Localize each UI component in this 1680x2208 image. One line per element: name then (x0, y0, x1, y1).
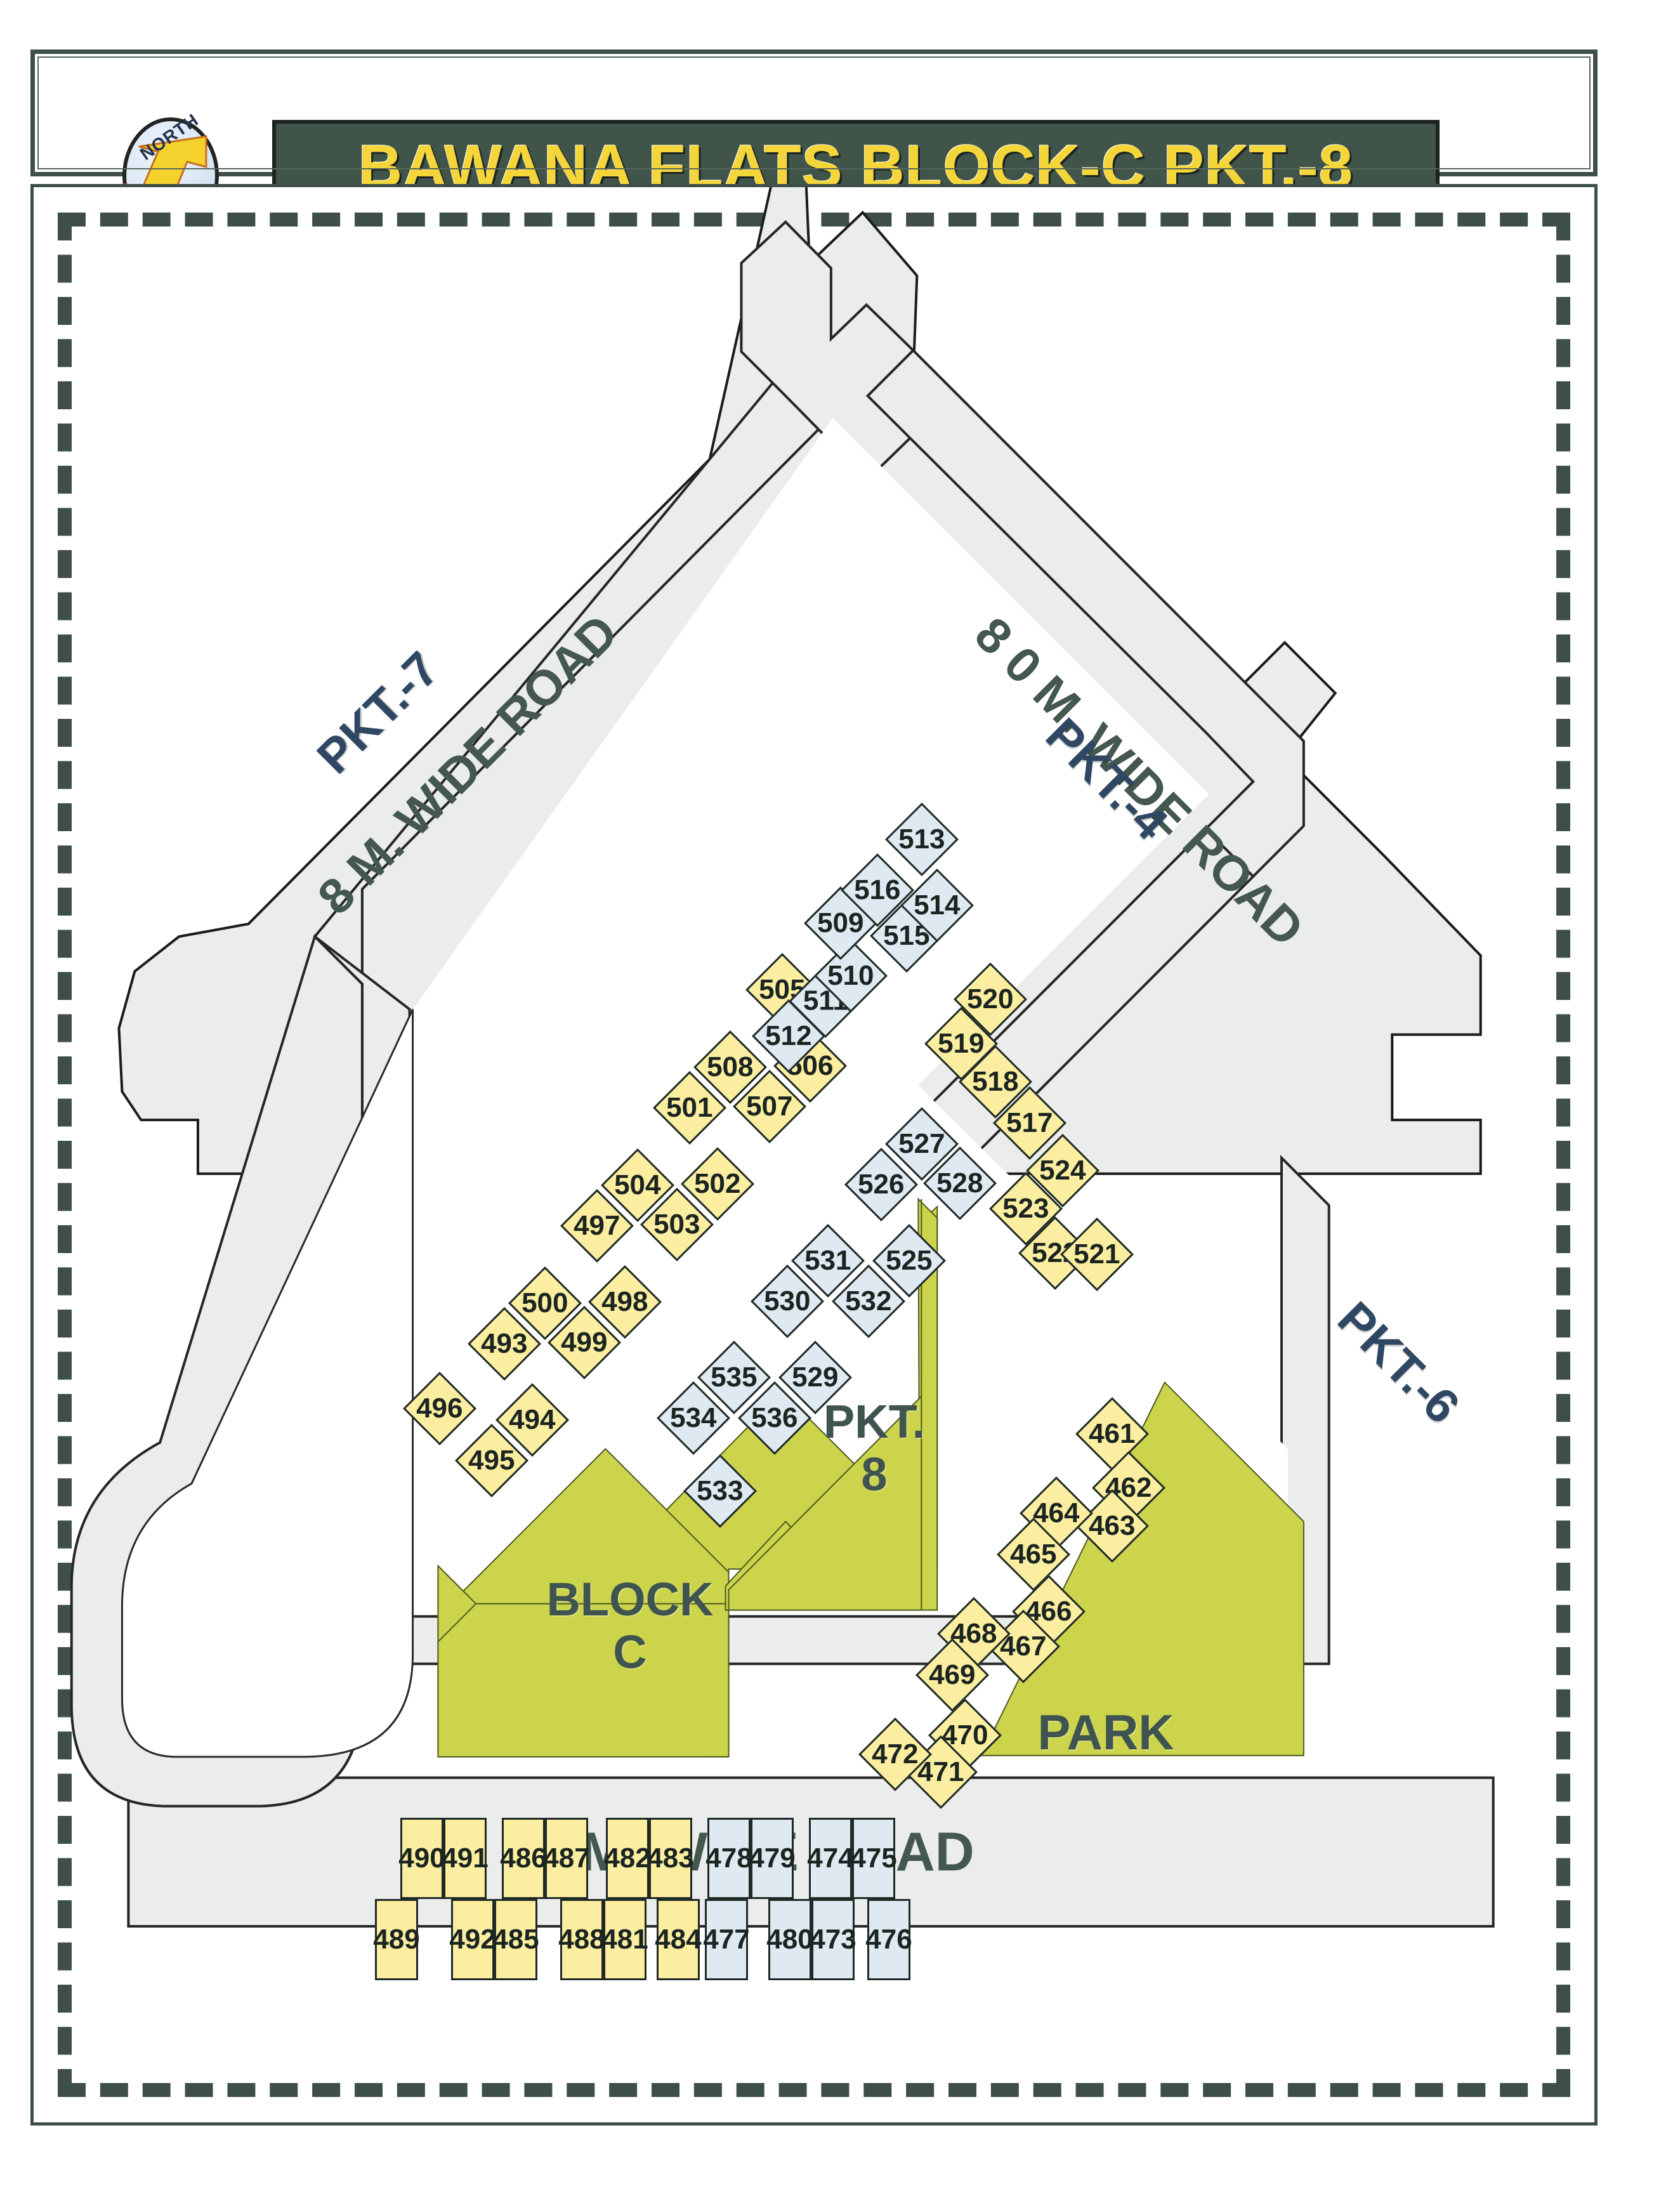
plot-label-509: 509 (817, 907, 864, 939)
plot-label-477: 477 (703, 1924, 750, 1955)
plot-label-510: 510 (827, 960, 874, 992)
plot-label-517: 517 (1006, 1107, 1053, 1139)
plot-label-533: 533 (697, 1475, 744, 1507)
plot-label-495: 495 (468, 1445, 515, 1476)
plot-label-530: 530 (764, 1285, 811, 1317)
plot-label-486: 486 (500, 1843, 547, 1874)
pkt-8-label: PKT. 8 (785, 1395, 963, 1501)
pkt8-green-area (725, 1197, 938, 1611)
plot-label-482: 482 (604, 1843, 651, 1874)
plot-label-501: 501 (666, 1092, 713, 1124)
block-c-label-line1: BLOCK (546, 1573, 714, 1626)
plot-label-535: 535 (711, 1362, 758, 1393)
plot-482[interactable]: 482 (604, 1818, 651, 1899)
plot-label-521: 521 (1073, 1239, 1120, 1270)
plot-label-463: 463 (1089, 1510, 1136, 1542)
plot-491[interactable]: 491 (442, 1818, 489, 1899)
plot-label-476: 476 (865, 1924, 912, 1955)
plot-label-491: 491 (442, 1843, 489, 1874)
plot-label-487: 487 (543, 1843, 590, 1874)
plot-label-480: 480 (766, 1924, 813, 1955)
plot-label-503: 503 (653, 1209, 700, 1240)
plot-485[interactable]: 485 (492, 1899, 539, 1980)
park-label: PARK (992, 1704, 1220, 1761)
plot-label-481: 481 (601, 1924, 648, 1955)
block-c-label: BLOCK C (522, 1573, 738, 1679)
plot-label-534: 534 (670, 1402, 717, 1434)
plot-label-502: 502 (694, 1168, 741, 1200)
plot-label-483: 483 (647, 1843, 694, 1874)
plot-476[interactable]: 476 (865, 1899, 912, 1980)
plot-label-474: 474 (807, 1843, 854, 1874)
plot-label-507: 507 (746, 1091, 793, 1122)
plot-484[interactable]: 484 (655, 1899, 702, 1980)
plot-label-508: 508 (707, 1051, 754, 1083)
plot-label-500: 500 (522, 1287, 568, 1319)
plot-label-520: 520 (967, 983, 1014, 1015)
plot-label-529: 529 (792, 1362, 839, 1393)
plot-477[interactable]: 477 (703, 1899, 750, 1980)
plot-label-512: 512 (765, 1020, 812, 1052)
plot-474[interactable]: 474 (807, 1818, 854, 1899)
plot-label-498: 498 (601, 1286, 648, 1318)
plot-483[interactable]: 483 (647, 1818, 694, 1899)
plot-label-473: 473 (810, 1924, 856, 1955)
plot-label-465: 465 (1010, 1539, 1057, 1570)
plot-label-472: 472 (872, 1738, 919, 1770)
plot-label-496: 496 (416, 1393, 463, 1424)
header-frame: N NORTH BAWANA FLATS BLOCK-C PKT.-8 (30, 49, 1598, 234)
plot-label-519: 519 (938, 1028, 985, 1060)
plot-label-514: 514 (914, 890, 961, 921)
pkt-8-label-line1: PKT. (823, 1395, 926, 1448)
plot-label-527: 527 (898, 1128, 945, 1160)
plot-label-490: 490 (398, 1843, 445, 1874)
plot-label-526: 526 (858, 1169, 905, 1200)
plot-label-536: 536 (751, 1402, 798, 1434)
dashed-boundary (58, 213, 1570, 2097)
plot-486[interactable]: 486 (500, 1818, 547, 1899)
plot-label-516: 516 (854, 874, 901, 906)
plot-label-479: 479 (749, 1843, 796, 1874)
plot-label-497: 497 (574, 1210, 620, 1242)
plot-label-492: 492 (449, 1924, 496, 1955)
plot-label-513: 513 (898, 824, 945, 855)
park-label-text: PARK (1037, 1704, 1174, 1760)
plot-479[interactable]: 479 (749, 1818, 796, 1899)
plot-478[interactable]: 478 (705, 1818, 752, 1899)
plot-label-461: 461 (1089, 1418, 1136, 1450)
plot-label-494: 494 (509, 1404, 556, 1436)
plot-label-528: 528 (936, 1167, 983, 1199)
plot-487[interactable]: 487 (543, 1818, 590, 1899)
plot-label-488: 488 (558, 1924, 605, 1955)
plot-label-484: 484 (655, 1924, 702, 1955)
plot-label-525: 525 (886, 1245, 933, 1277)
plot-label-499: 499 (561, 1327, 608, 1358)
plot-label-475: 475 (850, 1843, 897, 1874)
plot-label-532: 532 (845, 1285, 892, 1317)
plot-label-493: 493 (481, 1328, 528, 1360)
plot-label-485: 485 (492, 1924, 539, 1955)
plot-label-504: 504 (614, 1169, 661, 1201)
map-frame: BLOCK C PKT. 8 PARK 8 M. WIDE ROAD 8 0 M… (30, 184, 1598, 2126)
plot-label-518: 518 (972, 1066, 1019, 1098)
plot-489[interactable]: 489 (373, 1899, 420, 1980)
plot-481[interactable]: 481 (601, 1899, 648, 1980)
plot-label-523: 523 (1002, 1193, 1049, 1225)
plot-473[interactable]: 473 (810, 1899, 856, 1980)
plot-label-524: 524 (1039, 1155, 1086, 1186)
plot-490[interactable]: 490 (398, 1818, 445, 1899)
plot-488[interactable]: 488 (558, 1899, 605, 1980)
plot-label-531: 531 (804, 1245, 851, 1277)
site-plan-geometry (70, 187, 1495, 1928)
pkt-8-label-line2: 8 (861, 1447, 888, 1501)
block-c-label-line2: C (613, 1625, 647, 1678)
plot-480[interactable]: 480 (766, 1899, 813, 1980)
plot-492[interactable]: 492 (449, 1899, 496, 1980)
plot-label-489: 489 (373, 1924, 420, 1955)
plot-475[interactable]: 475 (850, 1818, 897, 1899)
plot-label-469: 469 (929, 1659, 976, 1691)
plot-label-478: 478 (705, 1843, 752, 1874)
